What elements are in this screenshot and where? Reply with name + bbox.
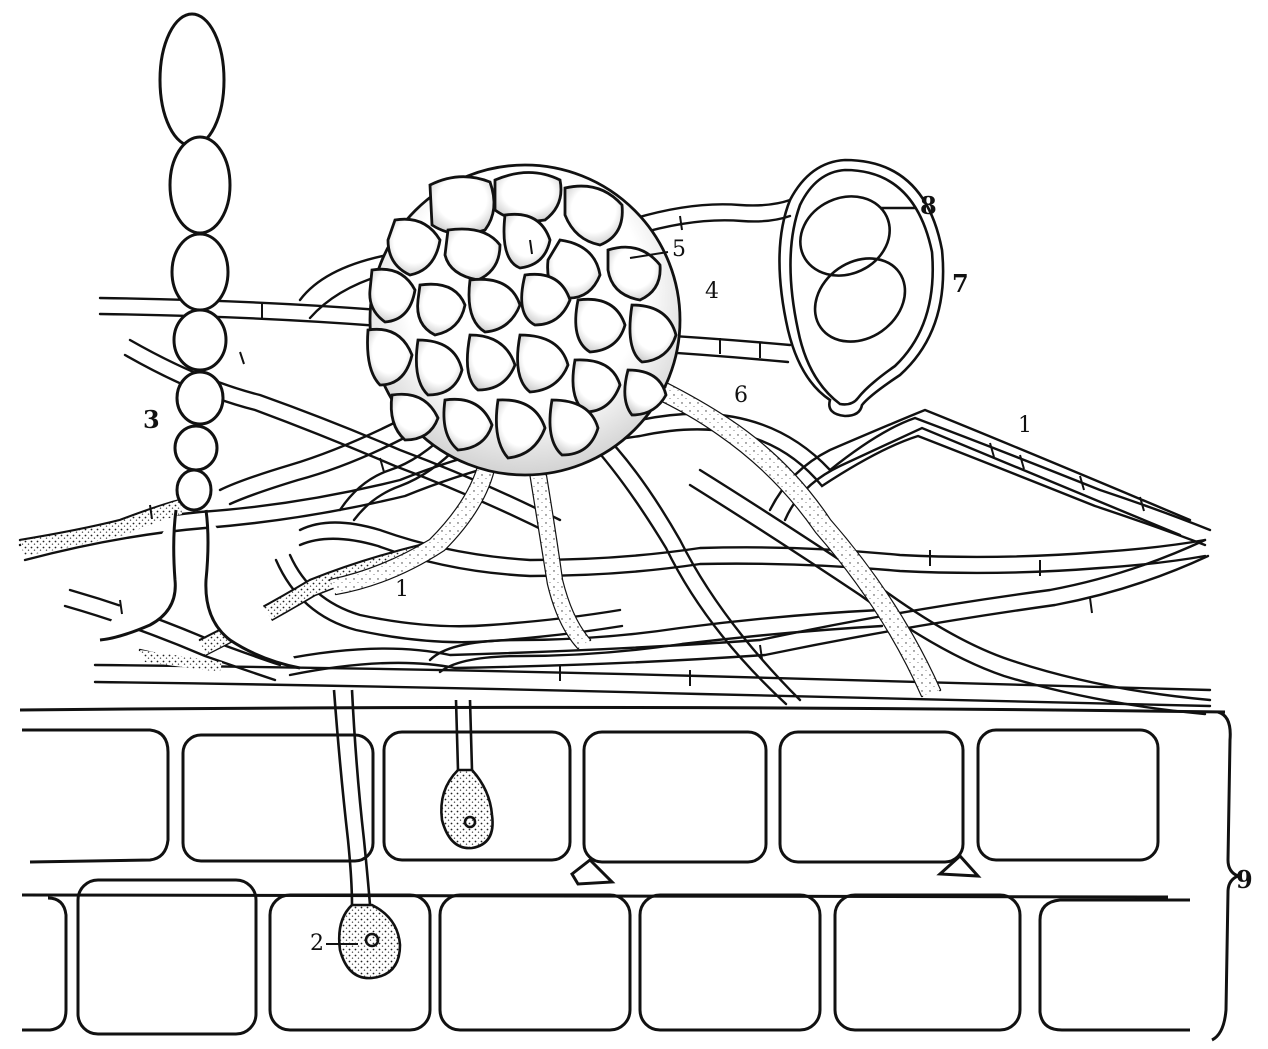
- label-1-right: 1: [1018, 413, 1032, 438]
- peridium-cell: [430, 177, 494, 234]
- label-2: 2: [310, 931, 324, 956]
- host-tissue: [20, 707, 1238, 1040]
- label-8: 8: [920, 191, 937, 220]
- hypha: [290, 556, 1208, 675]
- conidium: [175, 426, 217, 470]
- haustorium: [441, 770, 492, 848]
- conidium: [160, 14, 224, 146]
- haustorium-stalk: [456, 700, 472, 770]
- conidium: [170, 137, 230, 233]
- host-cell: [440, 895, 630, 1030]
- haustorium: [339, 905, 400, 978]
- host-cell: [22, 730, 168, 862]
- conidium: [172, 234, 228, 310]
- ascospore: [799, 241, 921, 358]
- hypha: [770, 410, 1190, 520]
- host-cell: [780, 732, 963, 862]
- hypha: [440, 626, 882, 672]
- conidium: [174, 310, 226, 370]
- host-cell: [978, 730, 1158, 860]
- label-5: 5: [672, 237, 686, 262]
- host-cell: [640, 895, 820, 1030]
- label-1-center: 1: [395, 577, 409, 602]
- host-cell: [584, 732, 766, 862]
- cleistothecium: [368, 165, 681, 475]
- conidium: [177, 470, 211, 510]
- host-cell: [78, 880, 256, 1034]
- label-3: 3: [143, 405, 160, 434]
- label-7: 7: [952, 269, 969, 298]
- tissue-surface-line: [20, 707, 1225, 712]
- haustorium-stalk: [334, 690, 370, 905]
- ascus: [779, 160, 943, 416]
- host-cell: [1040, 900, 1190, 1030]
- conidium: [177, 372, 223, 424]
- conidiophore: [100, 510, 300, 668]
- intercellular-space: [572, 860, 612, 884]
- host-cell: [22, 898, 66, 1030]
- ascus-wall-inner: [790, 170, 932, 404]
- label-4: 4: [705, 279, 719, 304]
- host-cell: [835, 895, 1020, 1030]
- label-9: 9: [1236, 865, 1253, 894]
- tissue-brace: [1212, 712, 1238, 1040]
- radial-hypha: [690, 485, 1205, 714]
- intercellular-space: [940, 856, 978, 876]
- label-6: 6: [734, 383, 748, 408]
